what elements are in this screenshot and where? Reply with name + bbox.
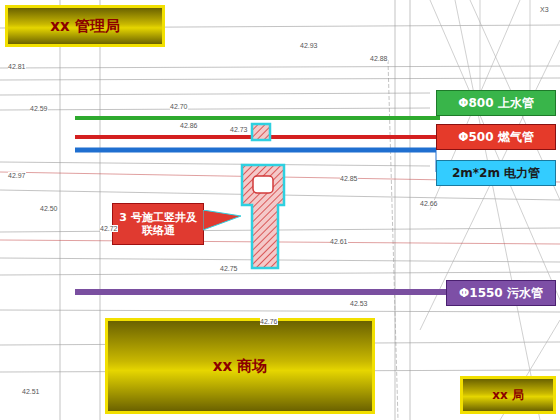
elevation-label: 42.86 (180, 122, 198, 129)
diagonal-lines (420, 0, 560, 420)
pipe-label: Φ800 上水管 (436, 90, 556, 116)
building-box: xx 局 (460, 376, 556, 414)
elevation-label: 42.97 (8, 172, 26, 179)
elevation-label: 42.53 (350, 300, 368, 307)
callout-box: 3 号施工竖井及联络通 (112, 203, 204, 245)
building-box: xx 管理局 (5, 5, 165, 47)
pipe-label: Φ1550 污水管 (446, 280, 556, 306)
node-text: Φ500 燃气管 (458, 130, 533, 144)
elevation-label: 42.93 (300, 42, 318, 49)
elevation-label: 42.66 (420, 200, 438, 207)
elevation-label: X3 (540, 6, 549, 13)
callout-pointer (203, 210, 243, 234)
sewer-pipe (75, 289, 446, 295)
elevation-label: 42.88 (370, 55, 388, 62)
elevation-label: 42.59 (30, 105, 48, 112)
water-pipe (75, 116, 440, 120)
pipe-label: 2m*2m 电力管 (436, 160, 556, 186)
elevation-label: 42.81 (8, 63, 26, 70)
node-text: 3 号施工竖井及联络通 (117, 211, 199, 237)
building-box: xx 商场 (105, 318, 375, 414)
elevation-label: 42.50 (40, 205, 58, 212)
elevation-label: 42.85 (340, 175, 358, 182)
elevation-label: 42.76 (260, 318, 278, 325)
elevation-label: 42.75 (220, 265, 238, 272)
elevation-label: 42.61 (330, 238, 348, 245)
node-text: xx 局 (492, 388, 524, 402)
elevation-label: 42.70 (170, 103, 188, 110)
node-text: xx 商场 (213, 357, 268, 375)
node-text: Φ1550 污水管 (459, 286, 543, 300)
power-duct (75, 148, 436, 153)
elevation-label: 42.72 (100, 225, 118, 232)
elevation-label: 42.51 (22, 388, 40, 395)
node-text: xx 管理局 (50, 17, 120, 35)
pipe-label: Φ500 燃气管 (436, 124, 556, 150)
shaft (242, 124, 284, 268)
elevation-label: 42.73 (230, 126, 248, 133)
node-text: Φ800 上水管 (458, 96, 533, 110)
node-text: 2m*2m 电力管 (452, 166, 540, 180)
